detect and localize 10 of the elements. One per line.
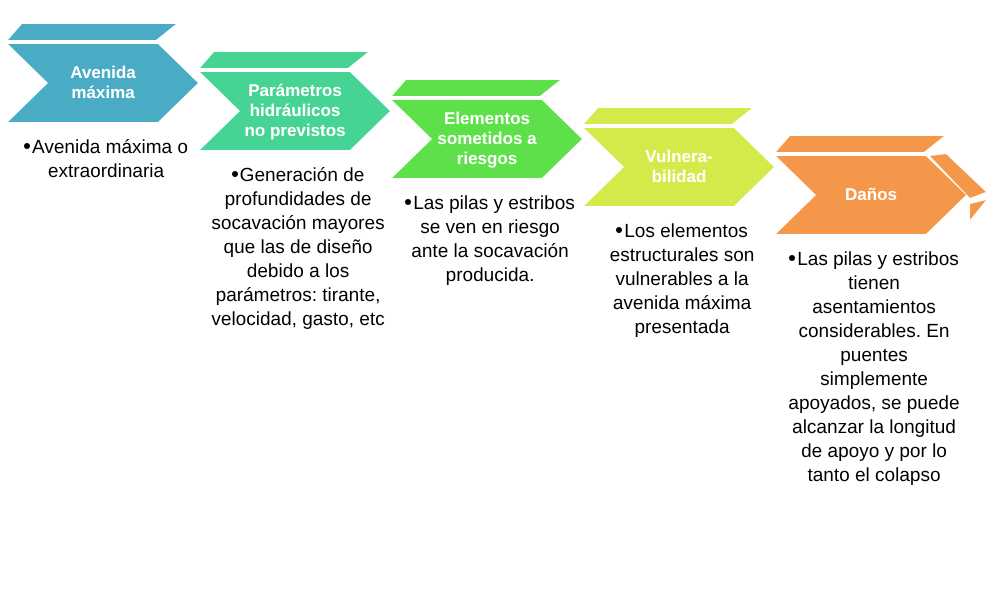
step-heading: Vulnera- bilidad <box>644 147 714 187</box>
bullet-text: Generación de profundidades de socavación mayores que las de diseño debido a los parámetros: tirante, velocidad, gasto, etc <box>210 164 386 332</box>
step-heading: Parámetros hidráulicos no previstos <box>243 81 347 141</box>
step-heading: Elementos sometidos a riesgos <box>436 109 538 169</box>
bullet-text: Las pilas y estribos se ven en riesgo ante la socavación producida. <box>400 192 580 288</box>
bullet-text: Los elementos estructurales son vulnerables a la avenida máxima presentada <box>608 220 756 340</box>
bullet-text: Avenida máxima o extraordinaria <box>16 136 196 184</box>
bullet-text: Las pilas y estribos tienen asentamientos considerables. En puentes simplemente apoyados, se puede alcanzar la longitud de apoyo y por lo tanto el colapso <box>787 248 961 488</box>
step-heading: Avenida máxima <box>69 63 137 103</box>
step-heading: Daños <box>845 185 897 205</box>
